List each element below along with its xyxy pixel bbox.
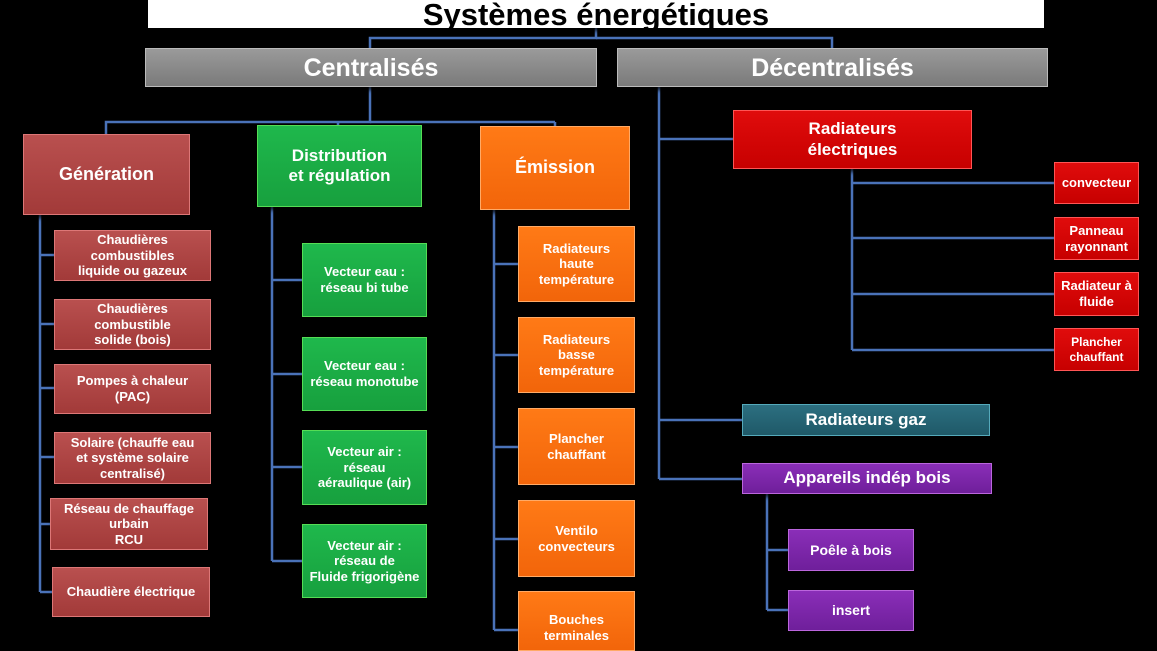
wood-item-insert: insert [788, 590, 914, 631]
electric-item-panneau-rayonnant: Panneau rayonnant [1054, 217, 1139, 260]
distribution-item-monotube: Vecteur eau : réseau monotube [302, 337, 427, 411]
wood-item-poele: Poêle à bois [788, 529, 914, 571]
generation-item-rcu: Réseau de chauffage urbain RCU [50, 498, 208, 550]
emission-item-radiateurs-ht: Radiateurs haute température [518, 226, 635, 302]
distribution-item-aeraulique: Vecteur air : réseau aéraulique (air) [302, 430, 427, 505]
node-distribution: Distribution et régulation [257, 125, 422, 207]
emission-item-ventilo-convecteurs: Ventilo convecteurs [518, 500, 635, 577]
generation-item-solaire: Solaire (chauffe eau et système solaire … [54, 432, 211, 484]
generation-item-pac: Pompes à chaleur (PAC) [54, 364, 211, 414]
node-generation: Génération [23, 134, 190, 215]
emission-item-bouches-terminales: Bouches terminales [518, 591, 635, 651]
page-title: Systèmes énergétiques [148, 0, 1044, 30]
electric-item-plancher-chauffant: Plancher chauffant [1054, 328, 1139, 371]
node-radiateurs-gaz: Radiateurs gaz [742, 404, 990, 436]
distribution-item-bitube: Vecteur eau : réseau bi tube [302, 243, 427, 317]
generation-item-chaudieres-bois: Chaudières combustible solide (bois) [54, 299, 211, 350]
node-emission: Émission [480, 126, 630, 210]
emission-item-plancher-chauffant: Plancher chauffant [518, 408, 635, 485]
node-appareils-bois: Appareils indép bois [742, 463, 992, 494]
node-centralises: Centralisés [145, 48, 597, 87]
emission-item-radiateurs-bt: Radiateurs basse température [518, 317, 635, 393]
node-radiateurs-electriques: Radiateurs électriques [733, 110, 972, 169]
generation-item-chaudiere-electrique: Chaudière électrique [52, 567, 210, 617]
electric-item-convecteur: convecteur [1054, 162, 1139, 204]
electric-item-radiateur-fluide: Radiateur à fluide [1054, 272, 1139, 316]
node-decentralises: Décentralisés [617, 48, 1048, 87]
distribution-item-fluide-frigorigene: Vecteur air : réseau de Fluide frigorigè… [302, 524, 427, 598]
generation-item-chaudieres-liquide-gaz: Chaudières combustibles liquide ou gazeu… [54, 230, 211, 281]
